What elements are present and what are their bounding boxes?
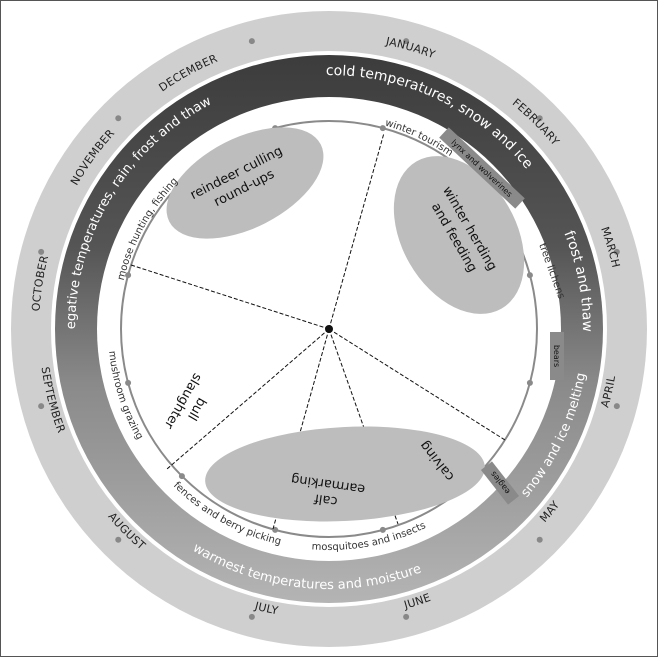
inner-dot [526, 379, 533, 386]
bears-label: bears [552, 345, 561, 367]
month-dot [613, 248, 620, 255]
month-dot [403, 613, 410, 620]
month-separator-dots [38, 38, 620, 620]
month-july: JULY [252, 599, 279, 617]
month-dot [38, 403, 45, 410]
month-dot [536, 536, 543, 543]
ellipse-calf-earmarking [205, 426, 485, 522]
calf-earmarking-line-1: calf [313, 490, 339, 508]
center-point [325, 325, 333, 333]
inner-cycle-circle [120, 120, 538, 538]
predator-box-bears: bears [550, 332, 564, 380]
month-dot [403, 38, 410, 45]
inner-dot [379, 526, 386, 533]
sector-line-1 [328, 132, 385, 330]
inner-dot [379, 125, 386, 132]
month-dot [536, 115, 543, 122]
sector-line-2 [130, 264, 330, 330]
month-dot [115, 115, 122, 122]
month-dot [613, 403, 620, 410]
ellipse-winter-herding [393, 156, 525, 314]
ellipse-reindeer-culling [166, 127, 324, 239]
month-dot [115, 536, 122, 543]
month-dot [38, 248, 45, 255]
inner-dot [178, 473, 185, 480]
month-dot [248, 613, 255, 620]
sector-line-6 [328, 328, 506, 441]
inner-dot [125, 272, 132, 279]
month-dot [248, 38, 255, 45]
inner-dot [125, 379, 132, 386]
sector-line-4 [272, 328, 330, 530]
inner-dot [526, 272, 533, 279]
